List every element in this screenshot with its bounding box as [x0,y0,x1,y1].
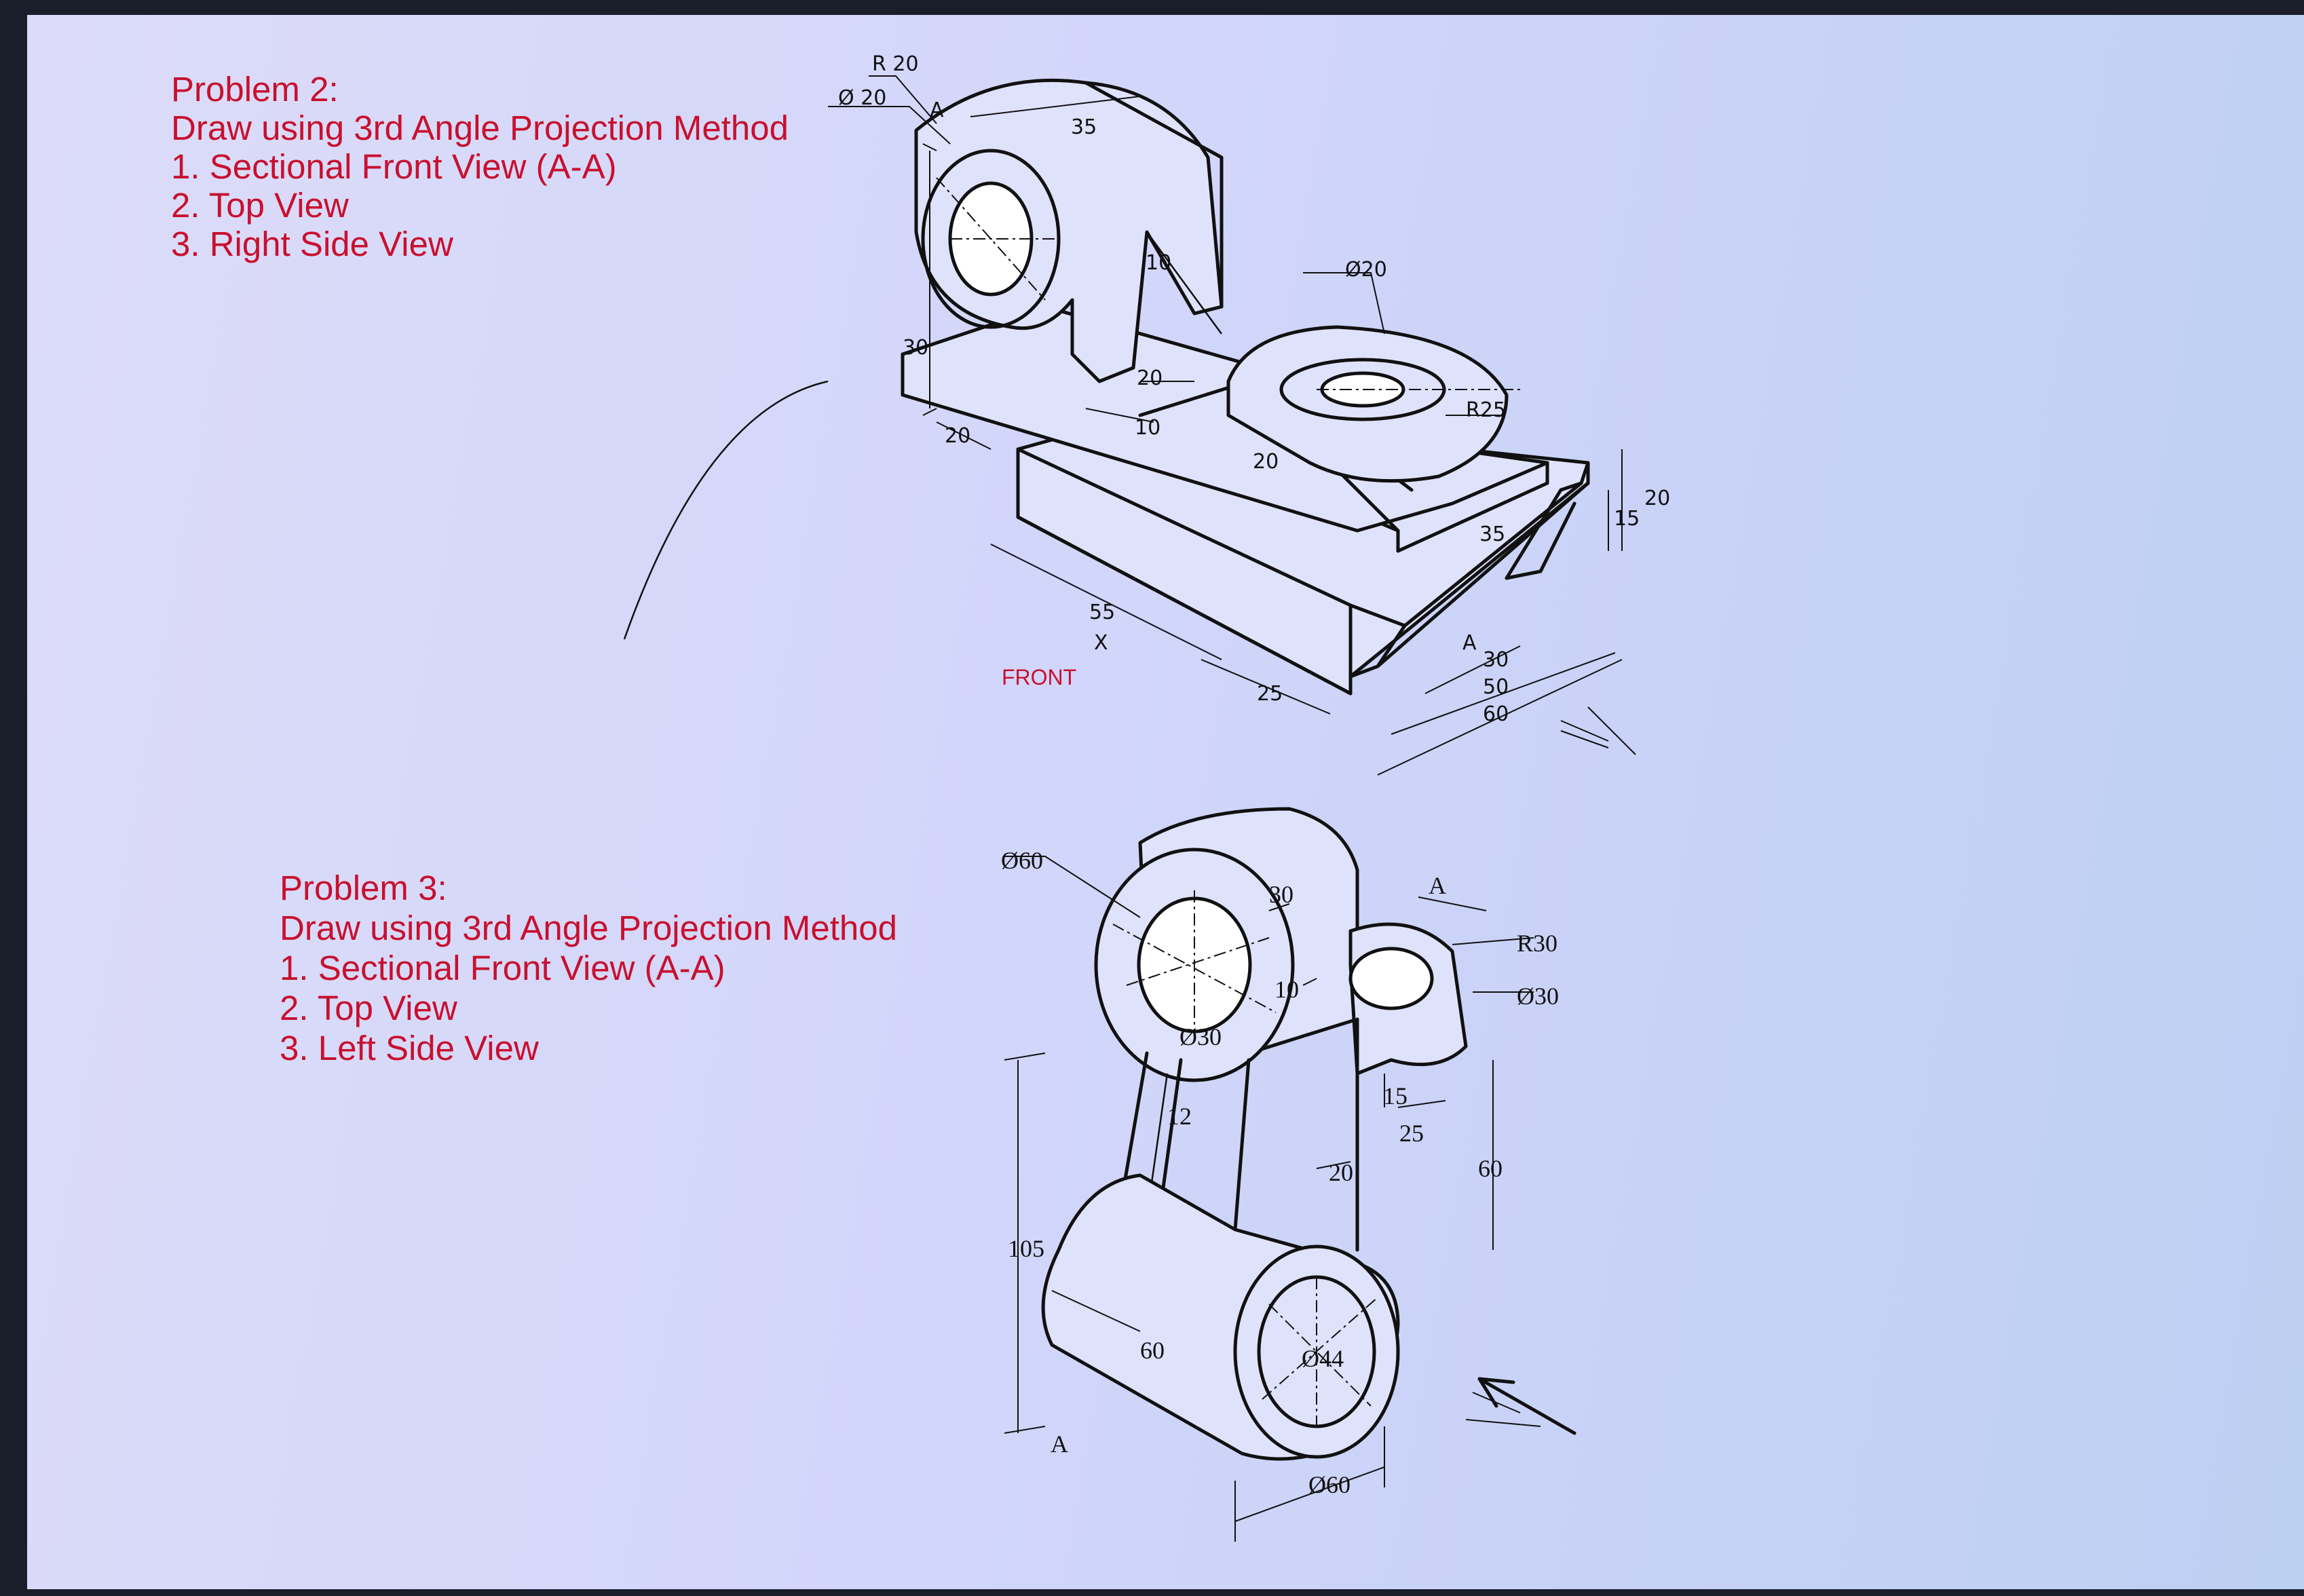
p2-right-boss [1226,325,1520,483]
p3-dim-20: 20 [1329,1159,1353,1186]
p2-dimensions [828,75,1636,776]
p3-dim-d30-boss: Ø30 [1179,1023,1222,1050]
problem-3-item-3: 3. Left Side View [280,1029,539,1067]
stray-pencil-stroke [623,380,829,640]
p3-dim-a2: A [1051,1430,1068,1458]
p2-dim-20c: 20 [1253,450,1279,474]
problem-2-item-2: 2. Top View [171,186,349,225]
p2-dim-30b: 30 [1483,648,1509,672]
problem-2-text: Problem 2: Draw using 3rd Angle Projecti… [171,71,789,264]
p3-bracket-body [1041,807,1468,1461]
view-direction-arrow-icon [1477,1377,1576,1435]
problem-2-instruction: Draw using 3rd Angle Projection Method [171,109,789,147]
p3-dim-d60-bottom: Ø60 [1308,1471,1351,1498]
p2-dim-35b: 35 [1479,522,1505,546]
p2-dim-r25: R25 [1466,398,1506,422]
p3-dim-d30-hole: Ø30 [1517,983,1559,1010]
p2-dim-55: 55 [1089,601,1115,624]
p3-dim-r30: R30 [1517,930,1557,957]
p2-dim-r20: R 20 [872,52,919,76]
p2-dim-60: 60 [1483,702,1509,726]
p3-dimension-labels: Ø60 30 A R30 Ø30 10 Ø30 12 15 25 20 60 1… [1001,847,1559,1498]
p3-dimensions [1004,856,1541,1542]
p3-dim-d44: Ø44 [1302,1345,1344,1372]
p2-dim-a: A [930,98,944,122]
p3-dim-25: 25 [1399,1120,1424,1147]
p2-dim-20b: 20 [1137,366,1163,390]
p2-upright-ring [914,78,1224,383]
p3-dim-d60-top: Ø60 [1001,847,1043,874]
p3-dim-a: A [1429,872,1446,899]
p2-dim-15: 15 [1614,507,1640,531]
problem-3-instruction: Draw using 3rd Angle Projection Method [280,909,898,947]
problem-3-drawing: Ø60 30 A R30 Ø30 10 Ø30 12 15 25 20 60 1… [1001,807,1576,1542]
p3-dim-60b: 60 [1140,1337,1165,1364]
p3-dim-60: 60 [1478,1155,1503,1182]
p2-dim-20-side: 20 [1644,487,1670,510]
p3-dim-10: 10 [1274,976,1299,1003]
p3-dim-105: 105 [1008,1235,1044,1262]
p2-dim-10: 10 [1146,251,1171,275]
p2-dim-25: 25 [1257,682,1283,706]
problem-3-item-1: 1. Sectional Front View (A-A) [280,949,725,987]
p2-dim-x: X [1094,631,1108,655]
p2-dimension-labels: R 20 Ø 20 A 35 10 30 20 20 10 20 55 X 25… [838,52,1670,726]
p3-dim-30: 30 [1269,881,1293,908]
p2-dim-d20-top: Ø 20 [838,86,886,110]
problem-3-text: Problem 3: Draw using 3rd Angle Projecti… [280,869,897,1069]
p2-dim-30: 30 [903,336,928,360]
p2-dim-10b: 10 [1135,416,1160,440]
problem-2-drawing: R 20 Ø 20 A 35 10 30 20 20 10 20 55 X 25… [623,52,1670,776]
p2-dim-35: 35 [1071,115,1097,139]
p2-dim-d20-boss: Ø20 [1345,258,1387,282]
p3-dim-15: 15 [1383,1082,1408,1109]
p3-dim-12: 12 [1167,1103,1192,1130]
problem-2-item-3: 3. Right Side View [171,225,453,263]
problem-2-item-1: 1. Sectional Front View (A-A) [171,147,617,186]
problem-3-item-2: 2. Top View [280,989,457,1027]
problem-2-title: Problem 2: [171,70,339,109]
front-direction-label: FRONT [1002,665,1077,689]
problem-3-title: Problem 3: [280,869,447,907]
p2-dim-a2: A [1462,631,1477,655]
p2-dim-20a: 20 [945,424,970,448]
screen: Problem 2: Draw using 3rd Angle Projecti… [27,15,2304,1589]
p2-dim-50: 50 [1483,675,1509,699]
